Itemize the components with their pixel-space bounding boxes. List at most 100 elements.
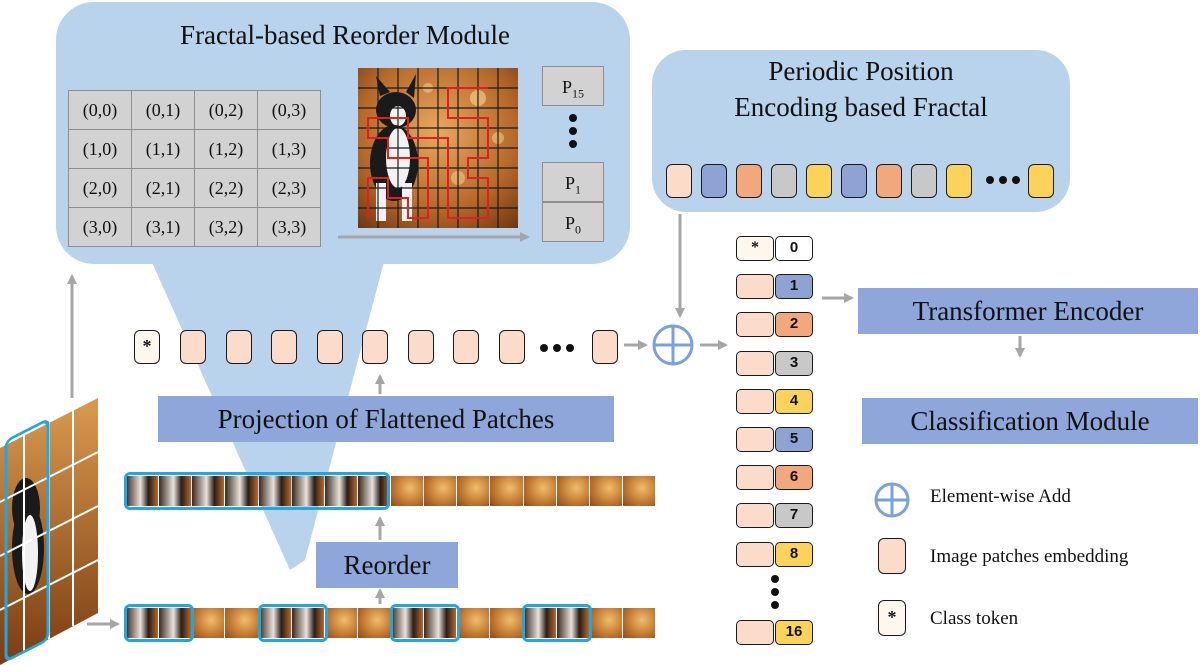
grid-cell: (3,3) xyxy=(257,207,321,247)
grid-cell: (2,3) xyxy=(257,168,321,208)
position-index-cell: 4 xyxy=(775,388,813,414)
patch-tile xyxy=(589,476,622,506)
ellipsis-dot xyxy=(553,344,561,352)
position-index-cell: 16 xyxy=(775,620,813,645)
patch-token xyxy=(225,330,252,364)
patch-tile xyxy=(622,608,655,638)
patch-tile xyxy=(457,476,490,506)
highlight-box xyxy=(124,604,194,642)
sequence-box-p0: P0 xyxy=(542,202,604,242)
ellipsis-dot xyxy=(1012,176,1020,184)
grid-cell: (1,0) xyxy=(68,129,132,169)
coordinate-grid: (0,0) (0,1) (0,2) (0,3) (1,0) (1,1) (1,2… xyxy=(68,90,321,247)
ppe-token xyxy=(946,164,972,198)
patch-embedding-cell xyxy=(736,465,774,491)
ppe-title-line2: Encoding based Fractal xyxy=(734,92,988,122)
patch-token xyxy=(407,330,434,364)
original-patch-strip xyxy=(126,608,656,638)
patch-embedding-cell xyxy=(736,620,774,645)
patch-token xyxy=(592,330,618,364)
ellipsis-dot xyxy=(986,176,994,184)
patch-tile xyxy=(391,608,424,638)
sequence-box-p15: P15 xyxy=(542,66,604,106)
projection-block: Projection of Flattened Patches xyxy=(158,396,614,442)
ppe-title-line1: Periodic Position xyxy=(768,56,954,86)
patch-tile xyxy=(291,476,324,506)
ppe-token xyxy=(701,164,727,198)
legend-class-token-label: Class token xyxy=(930,608,1019,629)
ellipsis-dot xyxy=(569,140,577,148)
patch-tile xyxy=(424,476,457,506)
class-token-symbol: * xyxy=(751,239,759,256)
classification-module-block: Classification Module xyxy=(862,398,1198,444)
patch-tile xyxy=(457,608,490,638)
ellipsis-dot xyxy=(999,176,1007,184)
ellipsis-dot xyxy=(771,575,779,583)
patch-tile xyxy=(159,608,192,638)
patch-token xyxy=(180,330,206,364)
ppe-token xyxy=(1028,164,1054,198)
position-index-cell: 1 xyxy=(775,274,813,300)
grid-cell: (2,0) xyxy=(68,168,132,208)
reorder-block: Reorder xyxy=(316,542,458,588)
ellipsis-dot xyxy=(566,344,574,352)
ppe-token xyxy=(771,164,797,198)
patch-tile xyxy=(622,476,655,506)
grid-row: (1,0) (1,1) (1,2) (1,3) xyxy=(68,129,321,169)
ellipsis-dot xyxy=(771,588,779,596)
legend-class-token-icon: * xyxy=(878,600,906,636)
patch-tile xyxy=(357,608,390,638)
patch-embedding-cell xyxy=(736,503,774,529)
position-index-cell: 8 xyxy=(775,541,813,567)
patch-embedding-cell xyxy=(736,388,774,414)
patch-tile xyxy=(258,608,291,638)
grid-cell: (0,1) xyxy=(131,90,195,130)
patch-tile xyxy=(258,476,291,506)
patch-tile xyxy=(556,476,589,506)
highlight-box xyxy=(390,604,460,642)
patch-tile xyxy=(490,476,523,506)
patch-tile xyxy=(391,476,424,506)
patch-embedding-cell xyxy=(736,427,774,452)
patch-tile xyxy=(291,608,324,638)
legend-patch-icon xyxy=(878,538,906,574)
highlight-box xyxy=(258,604,328,642)
reordered-patch-strip xyxy=(126,476,656,506)
input-image xyxy=(0,398,99,665)
grid-cell: (0,2) xyxy=(194,90,258,130)
ppe-token xyxy=(736,164,762,198)
class-token: * xyxy=(134,330,160,364)
ellipsis-dot xyxy=(569,127,577,135)
patch-embedding-cell xyxy=(736,312,774,338)
grid-row: (2,0) (2,1) (2,2) (2,3) xyxy=(68,168,321,208)
sequence-box-p1: P1 xyxy=(542,162,604,202)
position-index-cell: 6 xyxy=(775,465,813,491)
element-wise-add-operator-icon xyxy=(652,324,694,366)
grid-cell: (2,1) xyxy=(131,168,195,208)
ppe-token xyxy=(876,164,902,198)
grid-cell: (1,2) xyxy=(194,129,258,169)
patch-tile xyxy=(490,608,523,638)
patch-embedding-cell xyxy=(736,541,774,567)
ellipsis-dot xyxy=(540,344,548,352)
patch-tile xyxy=(159,476,192,506)
patch-tile xyxy=(225,476,258,506)
highlight-box xyxy=(522,604,592,642)
patch-tile xyxy=(192,608,225,638)
grid-cell: (2,2) xyxy=(194,168,258,208)
patch-tile xyxy=(523,608,556,638)
patch-tile xyxy=(424,608,457,638)
position-index-cell: 3 xyxy=(775,350,813,376)
position-index-cell: 0 xyxy=(775,236,813,261)
patch-tile xyxy=(126,608,159,638)
reorder-module-title: Fractal-based Reorder Module xyxy=(180,20,510,50)
transformer-encoder-block: Transformer Encoder xyxy=(858,288,1198,334)
patch-embedding-cell xyxy=(736,350,774,376)
patch-token xyxy=(316,330,343,364)
dog-image-with-fractal-path xyxy=(358,68,518,228)
grid-cell: (3,0) xyxy=(68,207,132,247)
legend-patch-label: Image patches embedding xyxy=(930,546,1129,567)
ppe-token xyxy=(806,164,832,198)
patch-tile xyxy=(324,476,357,506)
patch-token xyxy=(453,330,479,364)
